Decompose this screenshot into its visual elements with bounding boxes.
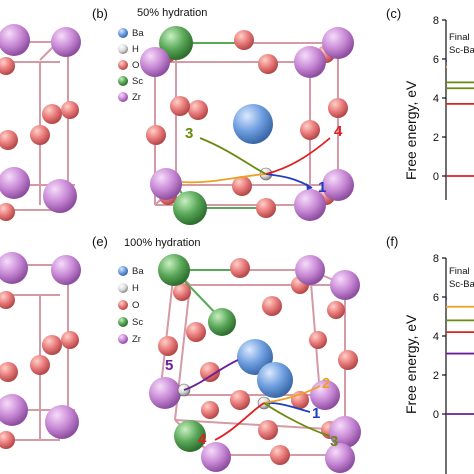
panel-f-levels bbox=[446, 298, 474, 415]
legend-label: Zr bbox=[132, 92, 141, 103]
y-tick-label: 8 bbox=[433, 253, 439, 265]
y-tick-label: 0 bbox=[433, 409, 439, 421]
panel-e-legend: Ba H O Sc Zr bbox=[118, 266, 144, 345]
legend-label: Sc bbox=[132, 76, 143, 87]
legend-label: O bbox=[132, 60, 139, 71]
y-tick-label: 4 bbox=[433, 93, 439, 105]
panel-c-ticks: 0 2 4 6 8 bbox=[433, 15, 446, 183]
panel-c-y-axis-title: Free energy, eV bbox=[403, 80, 419, 180]
y-tick-label: 6 bbox=[433, 292, 439, 304]
panel-e-path-label: 2 bbox=[322, 375, 330, 392]
y-tick-label: 8 bbox=[433, 15, 439, 27]
y-tick-label: 2 bbox=[433, 132, 439, 144]
panel-e-path-label: 5 bbox=[165, 357, 173, 374]
panel-c-label: (c) bbox=[386, 6, 401, 21]
panel-f-y-axis-title: Free energy, eV bbox=[403, 314, 419, 414]
panel-b-path-label: 4 bbox=[334, 123, 343, 140]
panel-b-path-label: 3 bbox=[185, 125, 193, 142]
panel-b-legend: Ba H O Sc Zr bbox=[118, 28, 144, 103]
panel-f-ticks: 0 2 4 6 8 bbox=[433, 253, 446, 421]
panel-b-label: (b) bbox=[92, 6, 108, 21]
panel-b: (b) 50% hydration bbox=[92, 6, 354, 225]
legend-label: Sc bbox=[132, 317, 143, 328]
y-tick-label: 2 bbox=[433, 370, 439, 382]
panel-e-path-label: 3 bbox=[330, 433, 338, 450]
panel-c-energy: (c) Free energy, eV 0 2 4 6 8 Final Sc-Ba- bbox=[386, 6, 474, 200]
panel-a-structure bbox=[0, 24, 81, 221]
legend-label: Ba bbox=[132, 266, 144, 277]
panel-b-condition: 50% hydration bbox=[137, 7, 207, 19]
y-tick-label: 6 bbox=[433, 54, 439, 66]
panel-c-box-line2: Sc-Ba- bbox=[449, 45, 474, 56]
legend-label: O bbox=[132, 300, 139, 311]
panel-d-structure bbox=[0, 252, 81, 449]
panel-f-box-line1: Final bbox=[449, 266, 470, 277]
panel-e: (e) 100% hydration bbox=[92, 234, 361, 473]
y-tick-label: 4 bbox=[433, 331, 439, 343]
panel-f-energy: (f) Free energy, eV 0 2 4 6 8 Final Sc-Ba- bbox=[386, 234, 474, 474]
legend-label: Zr bbox=[132, 334, 141, 345]
legend-label: Ba bbox=[132, 28, 144, 39]
legend-label: H bbox=[132, 44, 139, 55]
panel-f-box-line2: Sc-Ba- bbox=[449, 279, 474, 290]
panel-e-path-label: 4 bbox=[198, 431, 207, 448]
panel-c-box-line1: Final bbox=[449, 32, 470, 43]
panel-e-label: (e) bbox=[92, 234, 108, 249]
panel-c-levels bbox=[446, 60, 474, 177]
panel-b-path-label: 1 bbox=[318, 179, 326, 196]
panel-f-label: (f) bbox=[386, 234, 398, 249]
panel-e-path-label: 1 bbox=[312, 405, 320, 422]
legend-label: H bbox=[132, 283, 139, 294]
y-tick-label: 0 bbox=[433, 171, 439, 183]
panel-e-condition: 100% hydration bbox=[124, 237, 200, 249]
